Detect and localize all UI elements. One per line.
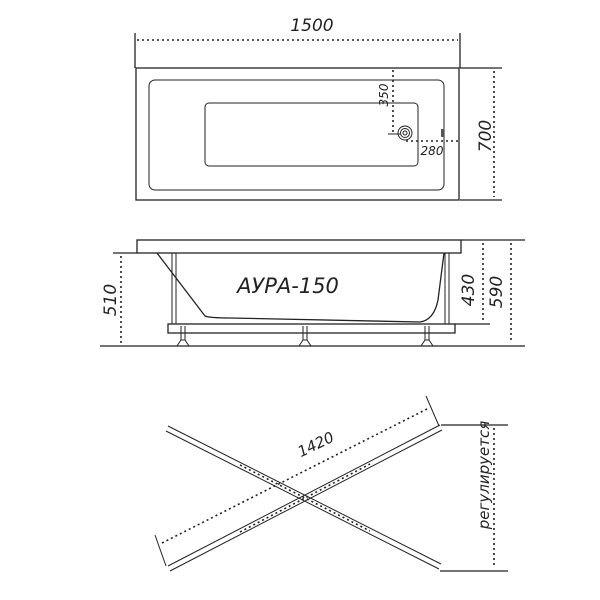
bar-length-label: 1420	[295, 428, 337, 461]
drain-offset-y-label: 350	[377, 83, 391, 106]
tub-rim-inner	[148, 79, 445, 191]
frame-rail	[167, 323, 456, 334]
bar-length-dimension	[161, 407, 430, 544]
tub-outer-outline	[135, 67, 460, 201]
adjustable-label: регулируется	[475, 421, 493, 530]
width-label: 700	[476, 120, 496, 152]
drain-offset-x-label: 280	[421, 144, 444, 158]
frame-view: 1420 регулируется	[154, 395, 508, 572]
tub-basin	[204, 102, 419, 167]
tub-rim	[136, 239, 462, 254]
length-label: 1500	[290, 16, 333, 36]
leg-icons	[176, 326, 434, 347]
top-view: 1500 700 350 280	[134, 16, 502, 201]
model-label: АУРА-150	[235, 274, 339, 298]
side-view: АУРА-150 510 430 590	[100, 239, 525, 347]
total-height-label: 590	[487, 276, 507, 308]
frame-bar-2	[167, 424, 443, 572]
tub-body	[156, 252, 445, 323]
depth-label: 430	[459, 274, 479, 306]
drain-icon	[397, 125, 413, 141]
overflow-icon	[441, 129, 444, 137]
frame-height-label: 510	[101, 284, 121, 316]
